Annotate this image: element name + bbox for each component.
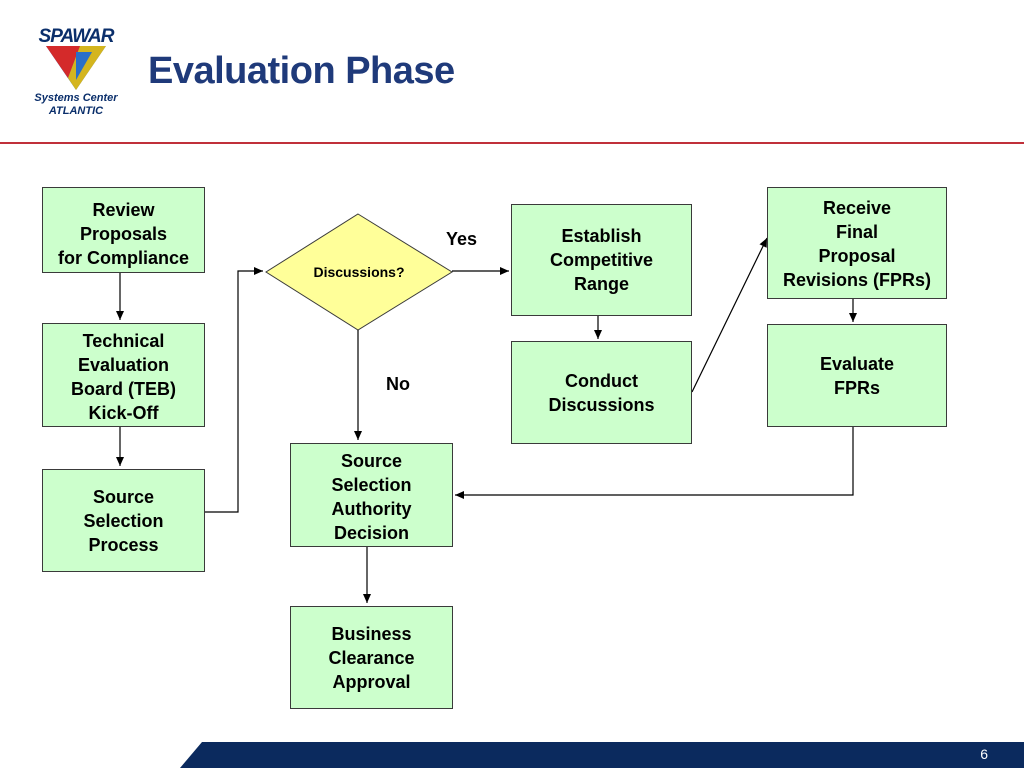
connector-conduct-to-receive bbox=[691, 237, 768, 393]
label-no: No bbox=[386, 374, 410, 394]
node-source-selection-process: Source Selection Process bbox=[42, 469, 205, 572]
header-divider bbox=[0, 142, 1024, 144]
node-establish-competitive-range: Establish Competitive Range bbox=[511, 204, 692, 316]
node-evaluate-fprs: Evaluate FPRs bbox=[767, 324, 947, 427]
node-teb-kickoff: Technical Evaluation Board (TEB) Kick-Of… bbox=[42, 323, 205, 427]
spawar-logo: SPAWAR Systems Center ATLANTIC bbox=[26, 26, 126, 118]
page-title: Evaluation Phase bbox=[148, 50, 455, 92]
node-conduct-discussions: Conduct Discussions bbox=[511, 341, 692, 444]
node-review-proposals: Review Proposals for Compliance bbox=[42, 187, 205, 273]
node-business-clearance: Business Clearance Approval bbox=[290, 606, 453, 709]
connector-ssp-to-decision bbox=[205, 267, 263, 513]
logo-text-atlantic: ATLANTIC bbox=[48, 105, 104, 117]
footer-band bbox=[180, 742, 1024, 768]
node-receive-fprs: Receive Final Proposal Revisions (FPRs) bbox=[767, 187, 947, 299]
connector-evaluate-to-ssa bbox=[455, 427, 854, 499]
node-ssa-decision: Source Selection Authority Decision bbox=[290, 443, 453, 547]
logo-chevron-icon bbox=[46, 46, 106, 90]
page-number: 6 bbox=[980, 746, 988, 762]
label-yes: Yes bbox=[446, 229, 478, 249]
logo-text-systems-center: Systems Center bbox=[34, 92, 118, 104]
logo-wordmark: SPAWAR bbox=[38, 26, 115, 47]
decision-label: Discussions? bbox=[313, 264, 405, 280]
